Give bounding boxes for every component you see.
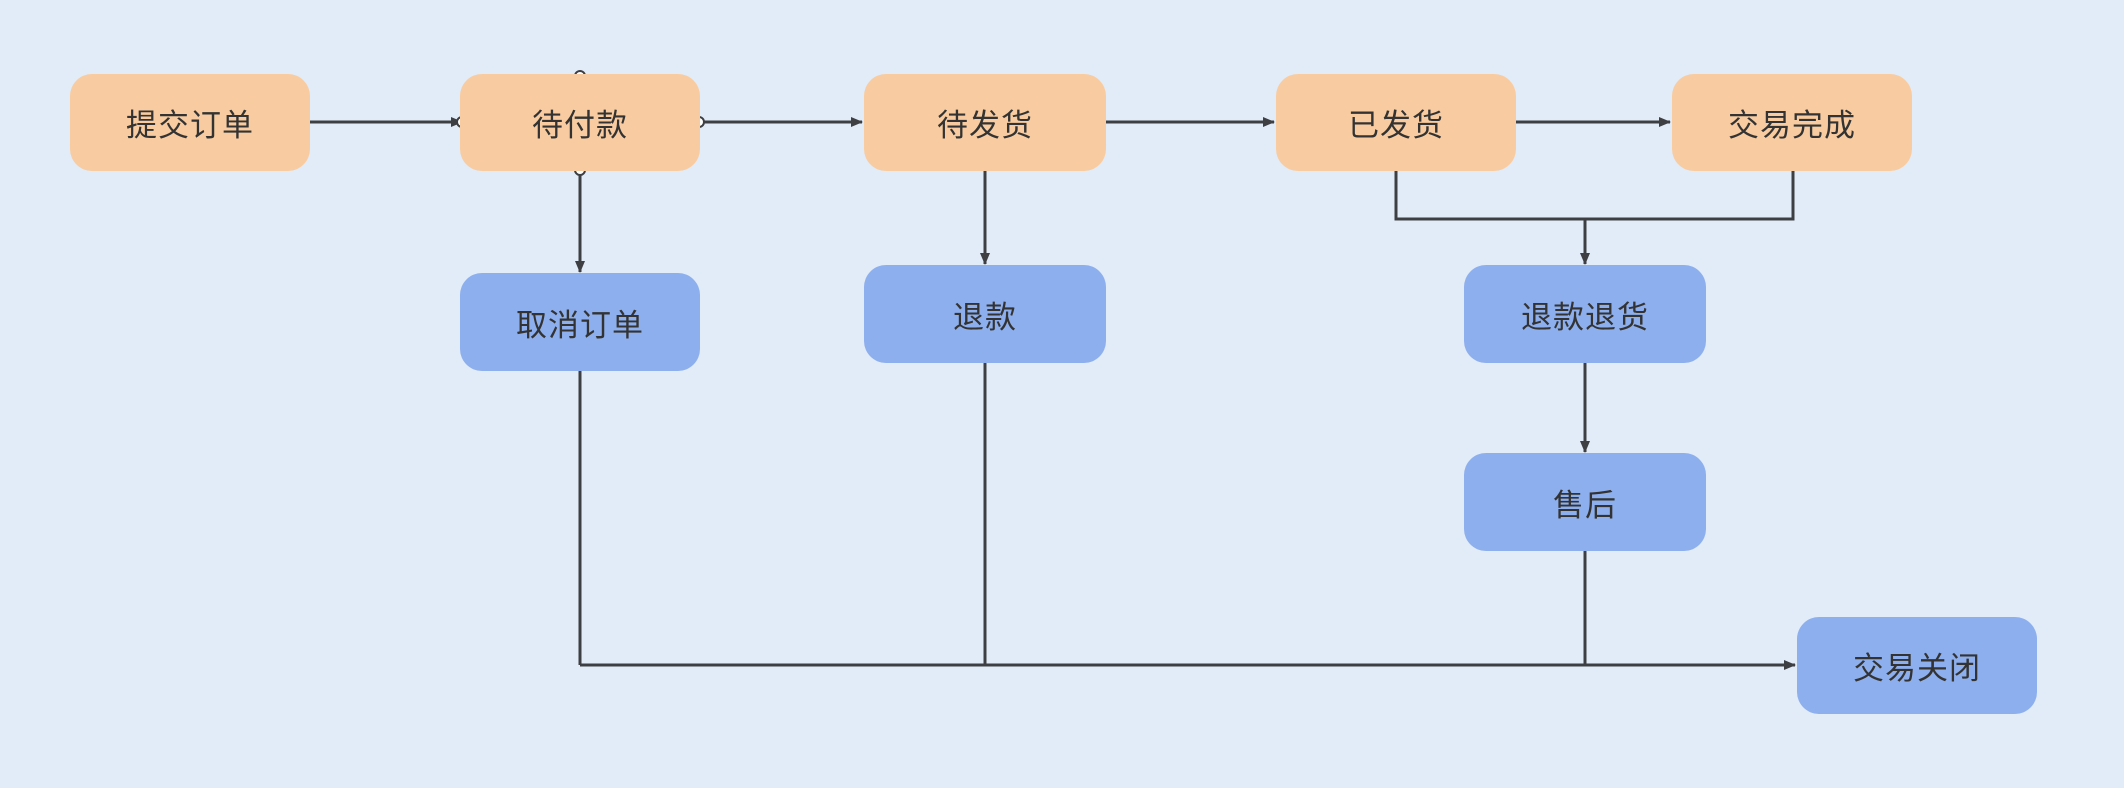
node-pending-payment[interactable]: 待付款 xyxy=(460,74,700,171)
node-shipped-label: 已发货 xyxy=(1348,108,1444,144)
node-after-sales[interactable]: 售后 xyxy=(1464,453,1706,551)
node-refund-label: 退款 xyxy=(953,299,1017,336)
node-cancel-order[interactable]: 取消订单 xyxy=(460,273,700,371)
node-refund-return[interactable]: 退款退货 xyxy=(1464,265,1706,363)
node-pending-shipment-label: 待发货 xyxy=(937,108,1033,144)
node-pending-payment-label: 待付款 xyxy=(532,108,628,144)
node-refund[interactable]: 退款 xyxy=(864,265,1106,363)
node-refund-return-label: 退款退货 xyxy=(1521,299,1649,336)
node-trade-complete[interactable]: 交易完成 xyxy=(1672,74,1912,171)
connector-shipped-merge[interactable] xyxy=(1394,171,1795,221)
node-submit-order-label: 提交订单 xyxy=(126,108,254,144)
node-trade-closed-label: 交易关闭 xyxy=(1853,651,1981,687)
node-pending-shipment[interactable]: 待发货 xyxy=(864,74,1106,171)
node-submit-order[interactable]: 提交订单 xyxy=(70,74,310,171)
node-after-sales-label: 售后 xyxy=(1553,487,1617,524)
node-trade-complete-label: 交易完成 xyxy=(1728,108,1856,144)
node-cancel-order-label: 取消订单 xyxy=(516,307,644,344)
node-trade-closed[interactable]: 交易关闭 xyxy=(1797,617,2037,714)
node-shipped[interactable]: 已发货 xyxy=(1276,74,1516,171)
